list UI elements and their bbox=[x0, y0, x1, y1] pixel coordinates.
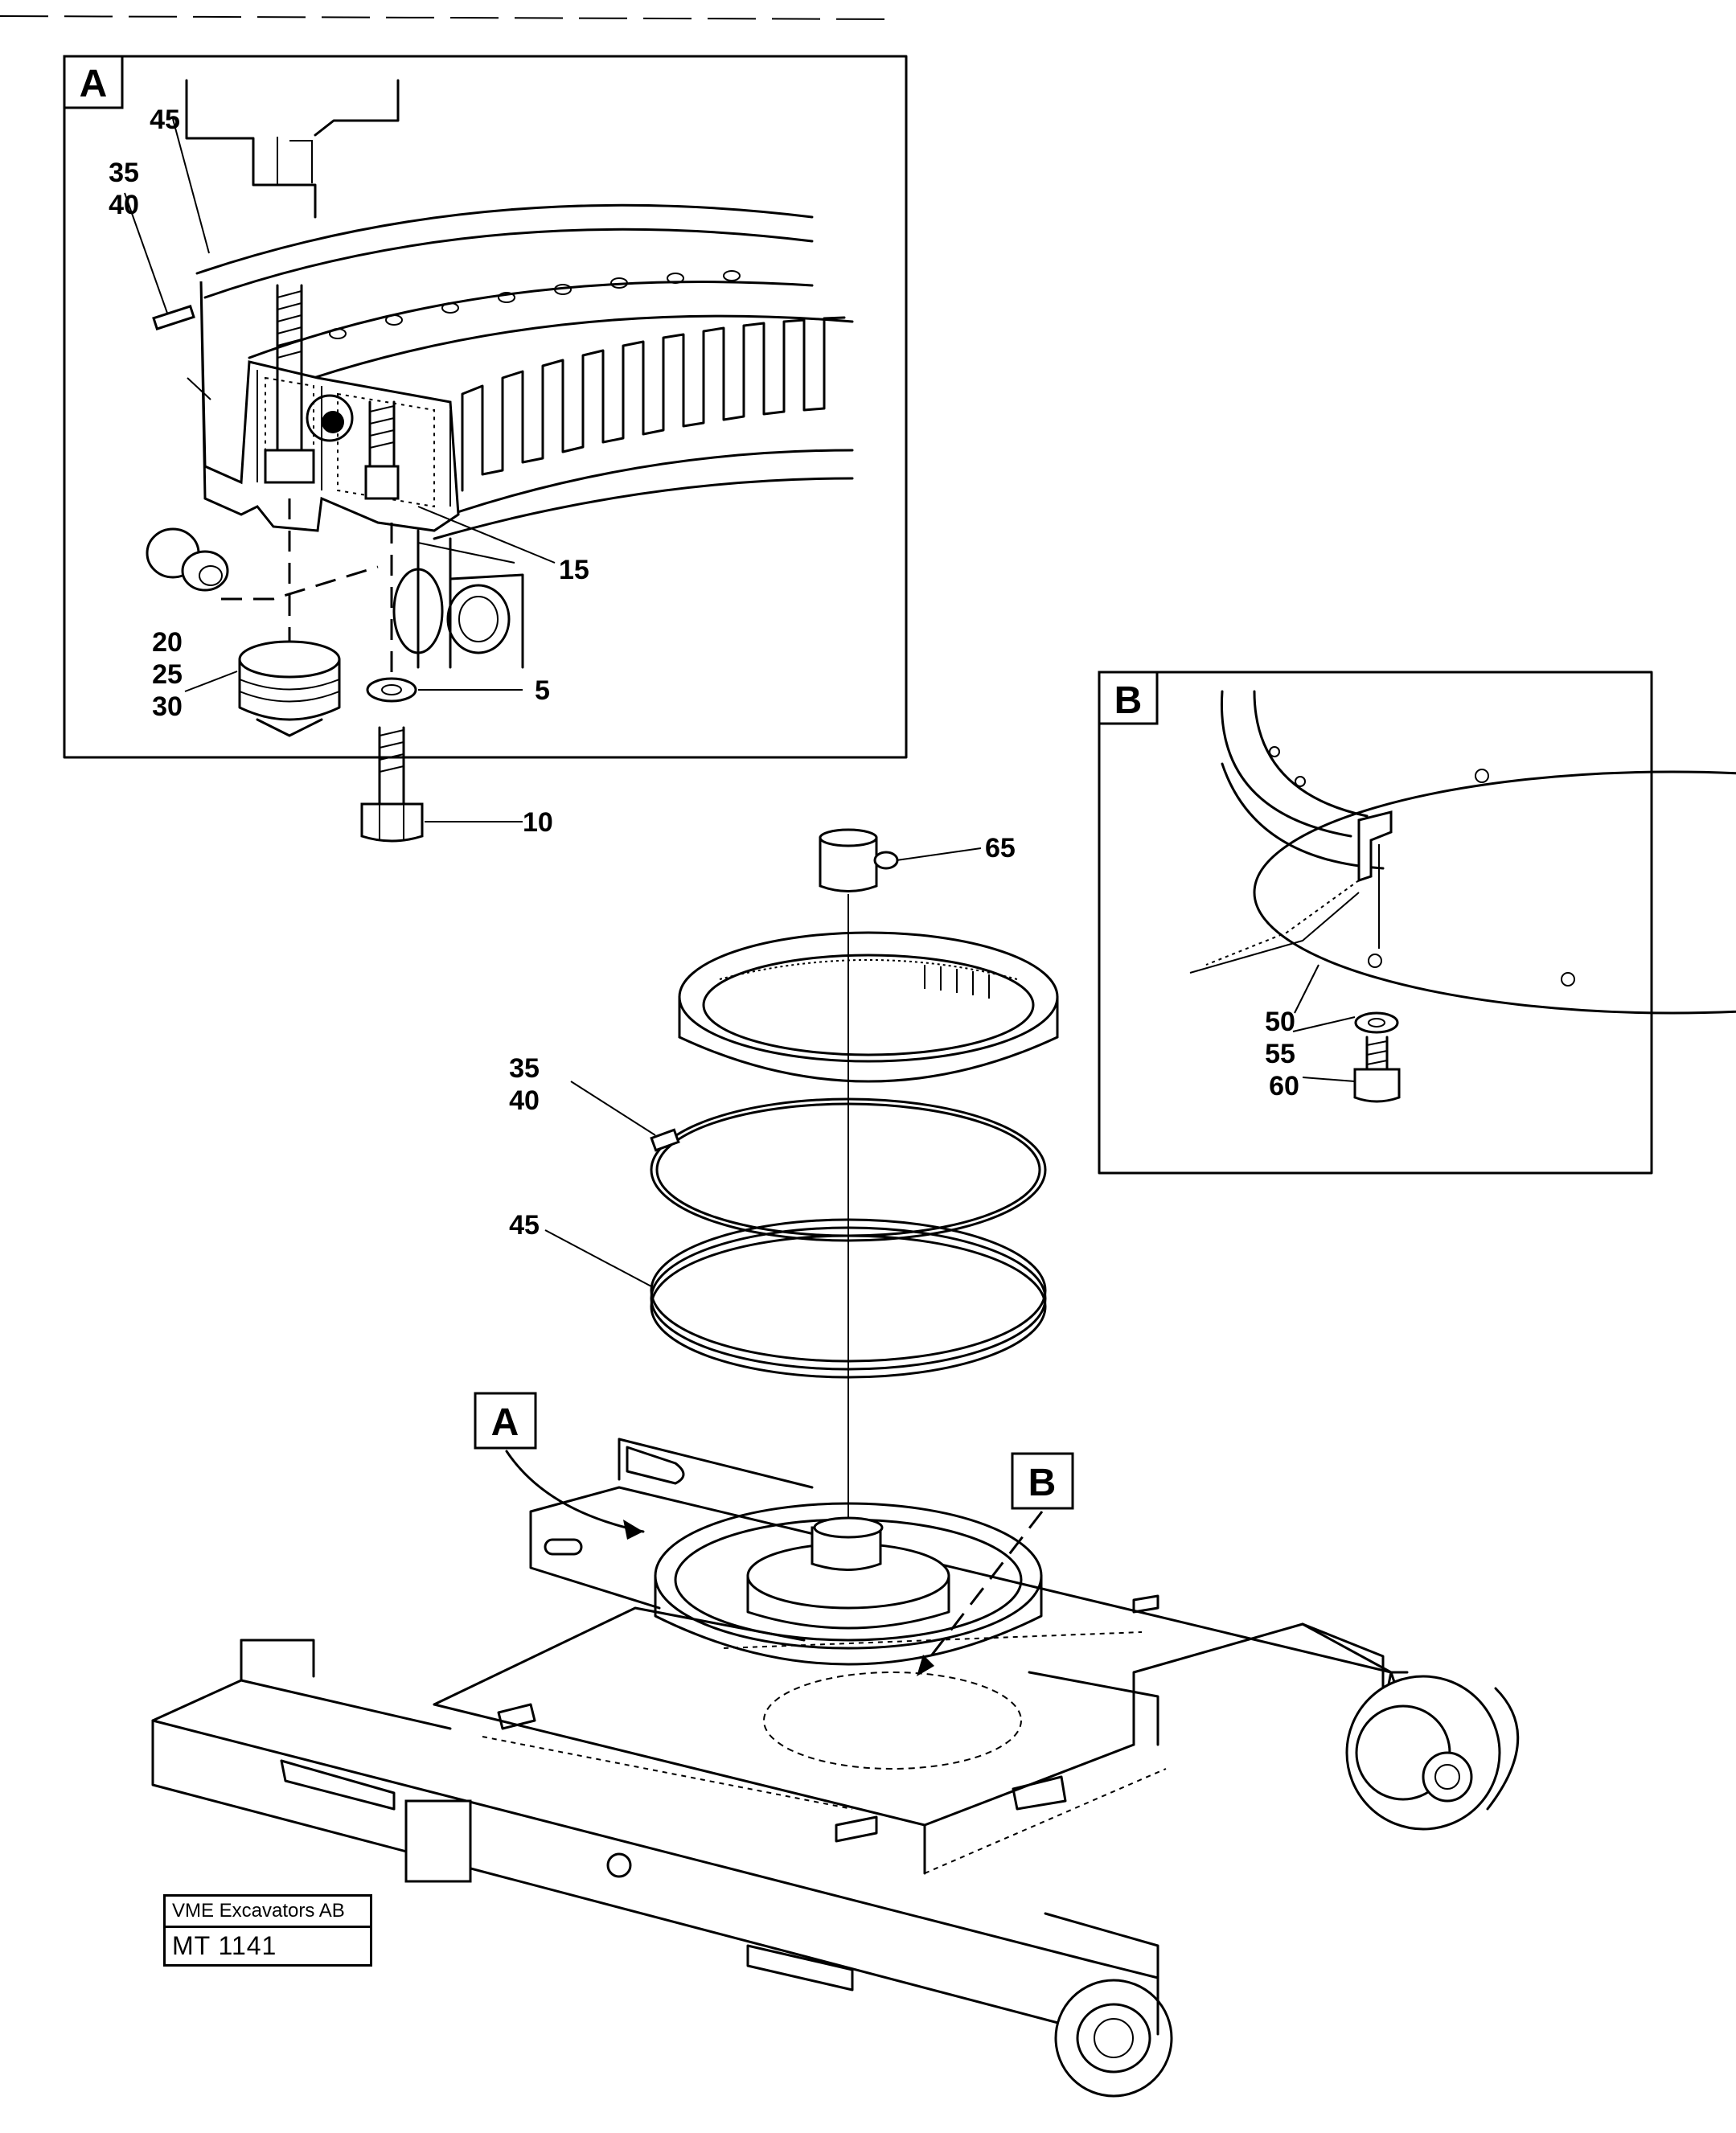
plug-item-20 bbox=[146, 527, 229, 592]
ring-bolt-holes bbox=[329, 270, 741, 339]
slewing-ring-section bbox=[195, 203, 854, 540]
callout-30: 30 bbox=[152, 691, 183, 722]
washer-item-55 bbox=[1354, 1011, 1399, 1034]
detail-a-panel: A bbox=[63, 55, 908, 759]
reference-label-a: A bbox=[491, 1401, 519, 1444]
detail-b-label: B bbox=[1114, 679, 1143, 722]
callout-25: 25 bbox=[152, 659, 183, 690]
bolt-item-10 bbox=[360, 726, 424, 843]
swivel-block-item-65 bbox=[819, 828, 899, 892]
callout-40-b: 40 bbox=[509, 1085, 540, 1116]
callout-65: 65 bbox=[985, 833, 1016, 863]
seal-strip bbox=[1189, 810, 1393, 974]
washer-item-5 bbox=[366, 677, 417, 703]
callout-60: 60 bbox=[1269, 1071, 1299, 1101]
reference-box-b: B bbox=[917, 1452, 1074, 1676]
gear-teeth bbox=[461, 316, 846, 492]
bearing-cage-ring bbox=[678, 931, 1059, 1083]
upper-frame-section bbox=[185, 79, 400, 219]
title-block: VME Excavators AB MT 1141 bbox=[163, 1894, 372, 1967]
reference-box-a: A bbox=[474, 1392, 645, 1540]
grease-fitting bbox=[364, 400, 400, 500]
slewing-plate bbox=[1220, 690, 1736, 1015]
bearing-ball bbox=[306, 394, 354, 442]
title-block-drawing-number: MT 1141 bbox=[172, 1931, 277, 1960]
seal-ring-item-45 bbox=[650, 1218, 1047, 1379]
reference-label-b: B bbox=[1028, 1462, 1057, 1504]
callout-35-a: 35 bbox=[109, 158, 139, 188]
callout-55: 55 bbox=[1265, 1039, 1295, 1069]
detail-a-label: A bbox=[80, 63, 108, 105]
ring-bolt bbox=[264, 284, 315, 484]
callout-45-a: 45 bbox=[150, 105, 180, 135]
callout-40-a: 40 bbox=[109, 190, 139, 220]
ring-cut-section bbox=[199, 281, 460, 532]
callout-5: 5 bbox=[535, 675, 550, 706]
callout-50: 50 bbox=[1265, 1007, 1295, 1037]
callout-45-b: 45 bbox=[509, 1210, 540, 1241]
bolt-item-60 bbox=[1353, 1036, 1401, 1103]
lower-housing bbox=[392, 529, 524, 669]
callout-35-b: 35 bbox=[509, 1053, 540, 1084]
callout-20: 20 bbox=[152, 627, 183, 658]
title-block-organization: VME Excavators AB bbox=[166, 1897, 370, 1928]
plug-item-25-30 bbox=[238, 640, 341, 737]
detail-b-panel: B bbox=[1098, 671, 1736, 1175]
callout-15: 15 bbox=[559, 555, 589, 585]
undercarriage-frame bbox=[151, 1438, 1520, 2098]
callout-10: 10 bbox=[523, 807, 553, 838]
